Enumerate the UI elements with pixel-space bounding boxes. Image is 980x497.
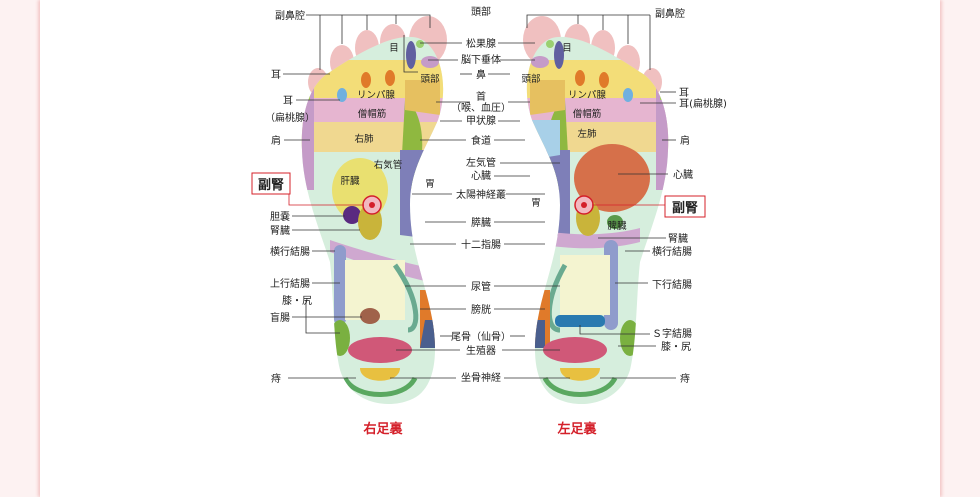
label-right-head: 頭部 [420, 73, 439, 85]
label-left-ear-tonsil: 耳(扁桃腺) [679, 97, 727, 110]
label-right-tonsil: （扁桃腺） [265, 111, 315, 124]
label-gallbladder: 胆嚢 [270, 210, 290, 223]
label-appendix: 盲腸 [270, 311, 290, 324]
label-left-transverse-colon: 横行結腸 [652, 245, 692, 258]
label-right-hemorrhoid: 痔 [271, 372, 281, 385]
label-esophagus: 食道 [471, 134, 491, 147]
label-left-bronchus: 左気管 [466, 156, 496, 169]
label-thyroid: 甲状腺 [466, 114, 496, 127]
label-left-adrenal: 副腎 [672, 201, 698, 216]
label-left-trapezius: 僧帽筋 [573, 108, 602, 120]
label-right-eye: 目 [389, 43, 399, 54]
label-ascending-colon: 上行結腸 [270, 277, 310, 290]
label-left-knee-hip: 膝・尻 [661, 340, 691, 353]
label-right-shoulder: 肩 [271, 134, 281, 147]
label-left-hemorrhoid: 痔 [680, 372, 690, 385]
caption-right-foot: 右足裏 [362, 421, 403, 437]
label-right-lymph: リンパ腺 [357, 89, 396, 101]
label-neck: 首 [476, 90, 486, 103]
leader-lines [283, 14, 676, 379]
label-right-transverse-colon: 横行結腸 [270, 245, 310, 258]
label-pancreas: 膵臓 [471, 217, 491, 229]
label-right-adrenal: 副腎 [258, 178, 284, 193]
label-genitals: 生殖器 [466, 344, 496, 357]
caption-left-foot: 左足裏 [557, 421, 597, 437]
label-right-trapezius: 僧帽筋 [358, 108, 387, 120]
label-left-lung: 左肺 [577, 128, 597, 140]
label-right-ear-2: 耳 [283, 95, 293, 107]
label-center-heart: 心臓 [471, 170, 491, 182]
label-solar-plexus: 太陽神経叢 [456, 188, 506, 201]
label-right-bronchus: 右気管 [374, 159, 403, 171]
label-pituitary: 脳下垂体 [461, 54, 501, 66]
label-left-eye: 目 [562, 43, 572, 54]
label-right-kidney: 腎臓 [270, 225, 290, 237]
label-liver: 肝臓 [340, 176, 360, 187]
label-left-heart: 心臓 [673, 169, 693, 181]
left-adrenal-box [664, 195, 706, 218]
label-spleen: 脾臓 [607, 220, 627, 232]
left-foot [523, 16, 669, 405]
label-duodenum: 十二指腸 [461, 238, 501, 251]
label-sciatic: 坐骨神経 [461, 371, 501, 384]
label-left-shoulder: 肩 [680, 134, 690, 147]
label-descending-colon: 下行結腸 [652, 278, 692, 291]
label-center-head: 頭部 [471, 5, 491, 18]
label-left-stomach: 胃 [531, 198, 541, 209]
label-left-ear: 耳 [679, 87, 689, 99]
label-left-kidney: 腎臓 [668, 233, 688, 245]
label-right-ear: 耳 [271, 69, 281, 81]
label-left-lymph: リンパ腺 [568, 89, 607, 101]
content-panel [40, 0, 940, 497]
label-throat: （喉、血圧） [451, 101, 511, 114]
label-pineal: 松果腺 [466, 37, 496, 50]
label-right-knee-hip: 膝・尻 [282, 294, 312, 307]
label-right-stomach: 胃 [425, 179, 435, 190]
label-left-sinus: 副鼻腔 [655, 7, 685, 20]
label-sigmoid-colon: Ｓ字結腸 [652, 327, 692, 340]
label-bladder: 膀胱 [471, 303, 491, 316]
label-nose: 鼻 [476, 68, 486, 81]
label-right-lung: 右肺 [354, 133, 374, 145]
label-ureter: 尿管 [471, 280, 491, 293]
right-adrenal-box [251, 172, 291, 195]
label-left-head: 頭部 [521, 73, 540, 85]
label-coccyx: 尾骨（仙骨） [451, 330, 511, 343]
label-right-sinus: 副鼻腔 [275, 9, 305, 22]
